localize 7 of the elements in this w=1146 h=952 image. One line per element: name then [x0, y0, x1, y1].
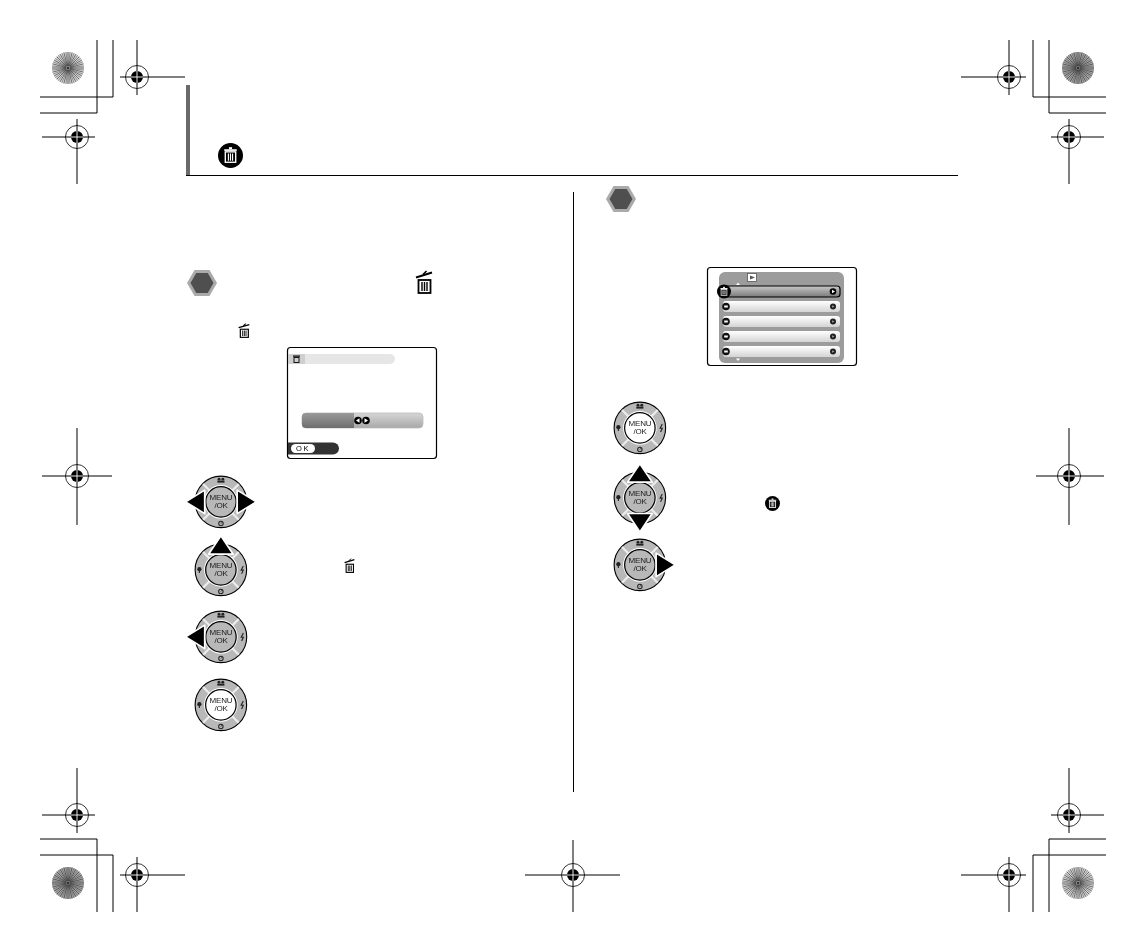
menu-ok-label: MENU /OK [208, 562, 234, 578]
menu-ok-label: MENU /OK [627, 557, 653, 573]
menu-ok-label: MENU /OK [208, 697, 234, 713]
menu-ok-label: MENU /OK [627, 490, 653, 506]
menu-ok-label: MENU /OK [208, 629, 234, 645]
menu-ok-label: MENU /OK [627, 420, 653, 436]
menu-ok-label: MENU /OK [208, 494, 234, 510]
